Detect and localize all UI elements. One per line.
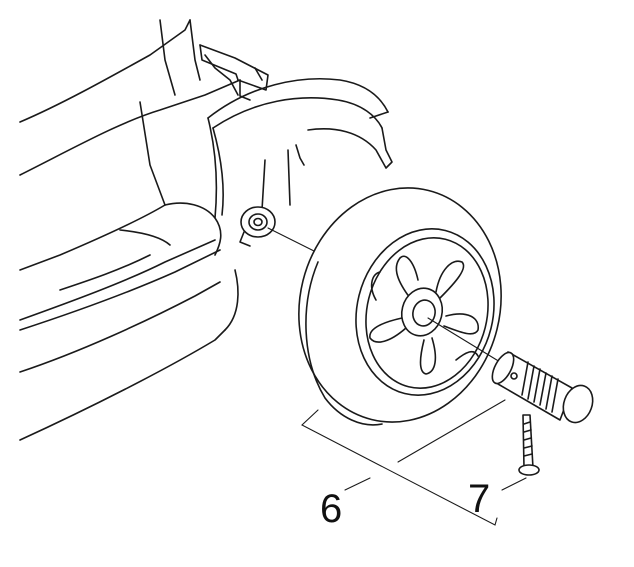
mower-housing <box>19 19 241 441</box>
axis-line-hub-wheel <box>267 227 317 253</box>
wheel <box>298 187 502 426</box>
wheel-arch <box>207 77 393 219</box>
axis-line-wheel-pin <box>427 317 506 366</box>
callout-number-7: 7 <box>468 477 490 521</box>
screw <box>518 414 540 476</box>
axle-pin <box>491 351 594 424</box>
rear-bracket <box>199 44 269 101</box>
axle-hub <box>239 206 276 247</box>
callout-leaders <box>301 399 527 526</box>
callout-number-6: 6 <box>320 487 342 531</box>
